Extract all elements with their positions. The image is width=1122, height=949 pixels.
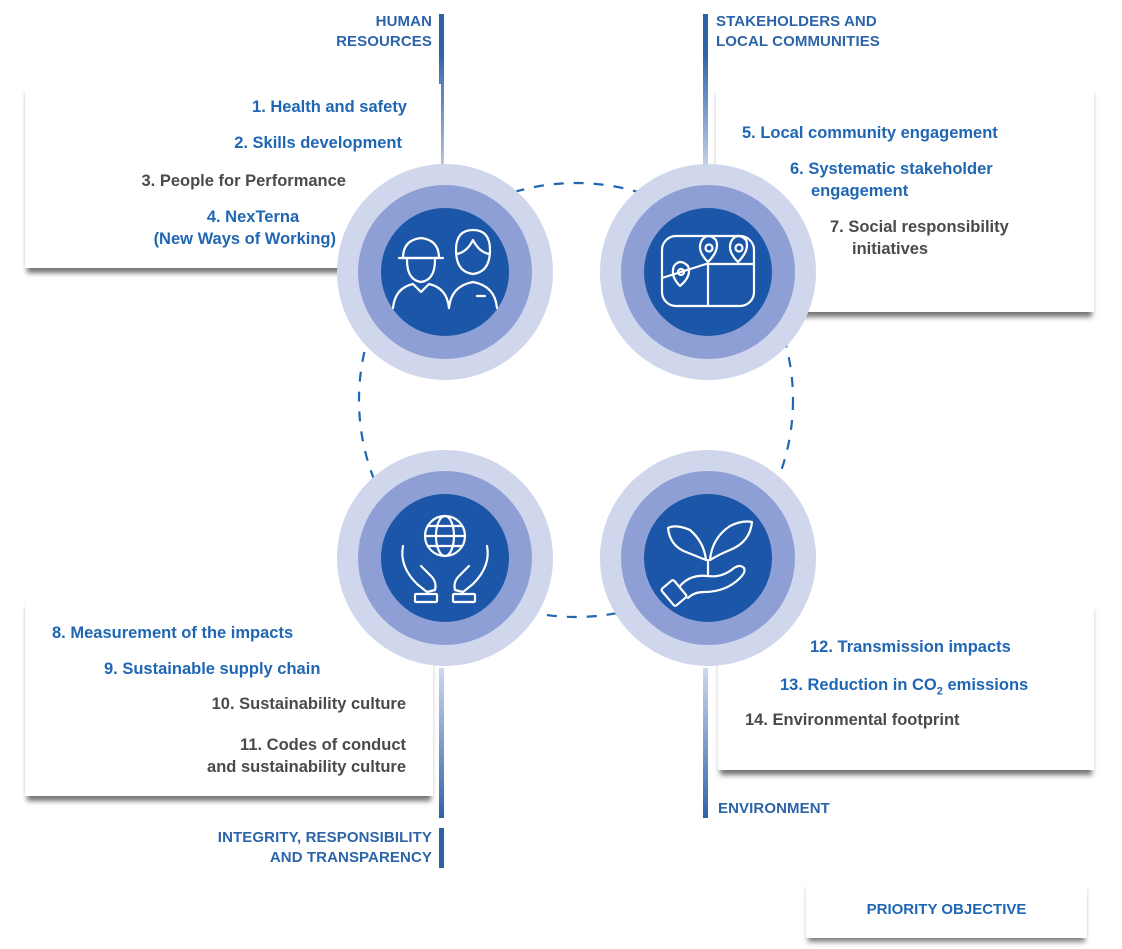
heading-bar xyxy=(439,14,444,54)
list-item: 11. Codes of conduct xyxy=(240,736,406,754)
circle-inner xyxy=(381,208,509,336)
heading-line: INTEGRITY, RESPONSIBILITY xyxy=(217,829,432,846)
connector-bar xyxy=(439,54,444,174)
heading-integrity: INTEGRITY, RESPONSIBILITY AND TRANSPAREN… xyxy=(150,828,432,868)
heading-line: STAKEHOLDERS AND xyxy=(716,13,877,30)
item-text: emissions xyxy=(942,676,1029,694)
connector-bar xyxy=(703,668,708,818)
list-item: 9. Sustainable supply chain xyxy=(104,660,321,678)
map-pins-icon xyxy=(660,234,756,308)
connector-bar xyxy=(439,668,444,818)
heading-stakeholders: STAKEHOLDERS AND LOCAL COMMUNITIES xyxy=(716,12,976,52)
list-item: 13. Reduction in CO2 emissions xyxy=(780,674,1028,702)
heading-line: HUMAN xyxy=(375,13,432,30)
list-item: and sustainability culture xyxy=(207,758,406,776)
heading-human-resources: HUMAN RESOURCES xyxy=(240,12,432,52)
heading-line: RESOURCES xyxy=(336,33,432,50)
heading-line: AND TRANSPARENCY xyxy=(269,849,432,866)
heading-line: LOCAL COMMUNITIES xyxy=(716,33,880,50)
globe-hands-icon xyxy=(401,514,489,604)
list-item: 6. Systematic stakeholder xyxy=(790,160,993,178)
legend-priority-objective: PRIORITY OBJECTIVE xyxy=(806,880,1087,938)
list-item: 7. Social responsibility xyxy=(830,218,1009,236)
heading-bar xyxy=(703,14,708,54)
heading-environment: ENVIRONMENT xyxy=(718,800,830,817)
list-item: 10. Sustainability culture xyxy=(211,695,406,713)
list-item: 8. Measurement of the impacts xyxy=(52,624,294,642)
list-item: 5. Local community engagement xyxy=(742,124,998,142)
item-text: 13. Reduction in CO xyxy=(780,676,937,694)
list-item: 3. People for Performance xyxy=(141,172,347,190)
heading-bar xyxy=(439,828,444,868)
connector-bar xyxy=(703,54,708,174)
list-item: 14. Environmental footprint xyxy=(745,711,960,729)
list-item: 4. NexTerna xyxy=(206,208,300,226)
plant-hand-icon xyxy=(660,520,754,607)
list-item: initiatives xyxy=(852,240,929,258)
list-item: 1. Health and safety xyxy=(252,98,407,116)
circle-inner xyxy=(644,494,772,622)
list-item: (New Ways of Working) xyxy=(153,230,336,248)
list-item: 12. Transmission impacts xyxy=(810,638,1011,656)
list-item: 2. Skills development xyxy=(234,134,402,152)
legend-label: PRIORITY OBJECTIVE xyxy=(866,900,1027,918)
list-item: engagement xyxy=(811,182,909,200)
workers-icon xyxy=(391,228,499,310)
item-subscript: 2 xyxy=(936,685,943,698)
